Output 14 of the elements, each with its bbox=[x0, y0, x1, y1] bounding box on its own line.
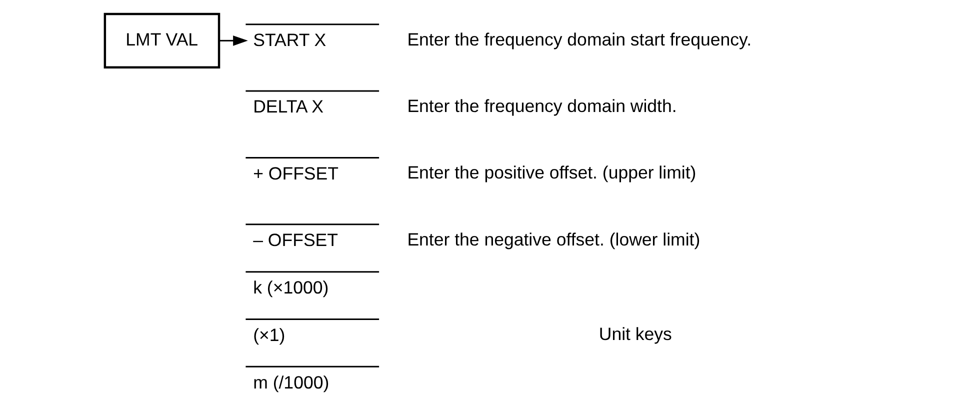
node-label: Enter the frequency domain start frequency. bbox=[407, 29, 752, 50]
node-text: k (×1000) bbox=[253, 277, 329, 298]
node-box: LMT VAL bbox=[104, 12, 220, 68]
node-text: m (/1000) bbox=[253, 372, 330, 392]
label: Unit keys bbox=[598, 324, 672, 344]
node-text: DELTA X bbox=[253, 96, 324, 117]
node-text: + OFFSET bbox=[253, 163, 338, 184]
node-text: (×1) bbox=[253, 324, 286, 345]
node-text: START X bbox=[253, 30, 326, 50]
node-label: Enter the positive offset. (upper limit) bbox=[407, 162, 696, 183]
node-label: Enter the negative offset. (lower limit) bbox=[407, 229, 700, 250]
arrow bbox=[219, 35, 248, 46]
node-label: Enter the frequency domain width. bbox=[407, 96, 677, 116]
node-text: – OFFSET bbox=[253, 230, 338, 250]
